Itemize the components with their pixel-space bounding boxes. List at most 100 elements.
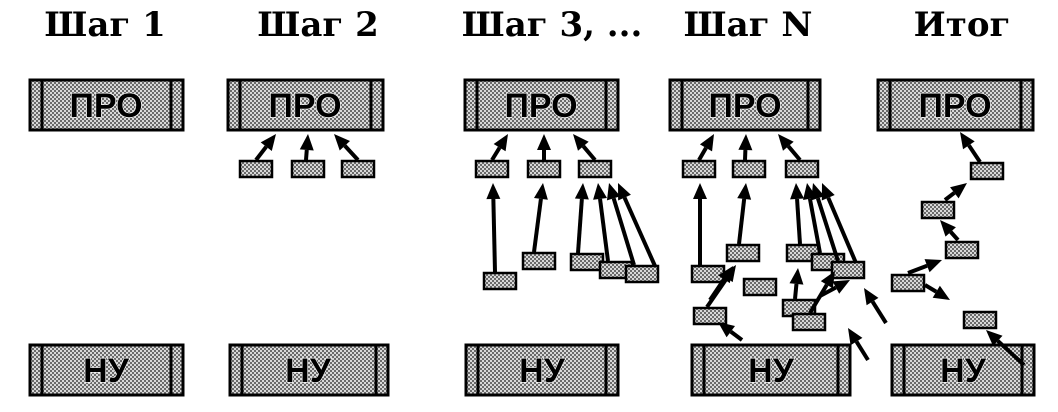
step-3-top-box: ПРО — [463, 78, 620, 132]
arrow-head-icon — [848, 328, 863, 346]
tree-node — [791, 312, 827, 332]
arrow-head-icon — [533, 183, 548, 200]
result-top-label: ПРО — [918, 87, 991, 125]
arrow-line — [532, 198, 543, 253]
arrow-head-icon — [573, 134, 589, 151]
step-n-top-box: ПРО — [668, 78, 822, 132]
arrow-head-icon — [606, 183, 621, 201]
tree-node — [238, 159, 274, 179]
arrow-head-icon — [737, 183, 752, 200]
step-3-bottom-label: НУ — [519, 352, 566, 390]
arrow-head-icon — [790, 183, 805, 200]
arrow-line — [819, 285, 837, 298]
arrow-line — [491, 198, 497, 273]
tree-arrows — [254, 132, 1026, 367]
arrow-head-icon — [924, 259, 942, 273]
step-2-top-box: ПРО — [226, 78, 385, 132]
step-1-bottom-label: НУ — [83, 352, 130, 390]
arrow-line — [611, 197, 636, 266]
result-title: Итог — [914, 5, 1011, 45]
arrow-head-icon — [932, 285, 950, 300]
arrow-line — [854, 340, 870, 362]
arrow-line — [795, 198, 802, 245]
step-n-title: Шаг N — [684, 5, 813, 45]
arrow-line — [996, 339, 1026, 367]
arrow-line — [967, 144, 982, 164]
tree-node — [692, 306, 728, 326]
arrow-line — [254, 145, 268, 162]
result-top-box: ПРО — [876, 78, 1035, 132]
arrow-head-icon — [940, 220, 956, 237]
tree-node — [725, 243, 761, 263]
result-bottom-label: НУ — [940, 352, 987, 390]
step-2-title: Шаг 2 — [257, 5, 378, 45]
arrow-line — [815, 197, 840, 262]
arrow-head-icon — [334, 134, 350, 151]
arrow-head-icon — [699, 134, 714, 152]
step-2-top-label: ПРО — [268, 87, 341, 125]
arrow-line — [581, 144, 597, 162]
arrow-head-icon — [960, 132, 975, 150]
arrow-head-icon — [486, 183, 501, 200]
arrow-line — [598, 198, 610, 262]
arrow-line — [304, 149, 309, 161]
arrow-head-icon — [950, 183, 967, 199]
arrow-line — [343, 144, 360, 162]
arrow-head-icon — [789, 268, 804, 285]
arrow-head-icon — [693, 183, 707, 199]
step-1-bottom-box: НУ — [28, 343, 185, 397]
tree-node — [920, 200, 956, 220]
tree-node — [577, 159, 613, 179]
tree-node — [890, 273, 926, 293]
arrow-head-icon — [820, 271, 835, 289]
arrow-head-icon — [986, 330, 1003, 346]
tree-nodes — [238, 159, 1005, 332]
tree-node — [340, 159, 376, 179]
tree-node — [526, 159, 562, 179]
arrow-head-icon — [811, 183, 825, 201]
arrow-line — [826, 196, 858, 264]
arrow-head-icon — [574, 183, 589, 200]
arrow-head-icon — [593, 183, 607, 200]
step-2-bottom-label: НУ — [285, 352, 332, 390]
tree-node — [474, 159, 510, 179]
arrow-head-icon — [537, 134, 551, 150]
arrow-line — [576, 198, 584, 254]
tree-node — [681, 159, 717, 179]
arrow-head-icon — [738, 134, 753, 151]
tree-node — [624, 264, 660, 284]
arrow-head-icon — [260, 134, 276, 151]
tree-node — [944, 240, 980, 260]
step-3-title: Шаг 3, ... — [462, 5, 643, 45]
arrow-head-icon — [718, 266, 733, 284]
arrow-line — [870, 300, 888, 325]
step-1-title: Шаг 1 — [44, 5, 165, 45]
arrow-head-icon — [718, 322, 735, 338]
step-3-bottom-box: НУ — [464, 343, 620, 397]
arrow-line — [943, 191, 956, 202]
arrow-line — [923, 283, 938, 294]
tree-node — [962, 310, 998, 330]
step-1-top-label: ПРО — [69, 87, 142, 125]
arrow-line — [737, 198, 747, 245]
arrow-line — [949, 230, 960, 242]
tree-node — [731, 159, 767, 179]
arrow-line — [729, 330, 744, 342]
arrow-head-icon — [832, 280, 850, 294]
arrow-head-icon — [493, 134, 508, 152]
arrow-line — [786, 144, 802, 162]
step-n-bottom-label: НУ — [748, 352, 795, 390]
arrow-line — [708, 278, 726, 302]
step-n-bottom-box: НУ — [690, 343, 852, 397]
tree-node — [969, 161, 1005, 181]
arrow-line — [793, 283, 799, 300]
arrow-line — [622, 196, 657, 267]
arrow-head-icon — [778, 134, 794, 151]
step-2-bottom-box: НУ — [228, 343, 390, 397]
arrow-head-icon — [864, 288, 879, 306]
tree-node — [482, 271, 518, 291]
tree-node — [290, 159, 326, 179]
arrow-head-icon — [299, 134, 314, 151]
arrow-line — [808, 283, 829, 315]
